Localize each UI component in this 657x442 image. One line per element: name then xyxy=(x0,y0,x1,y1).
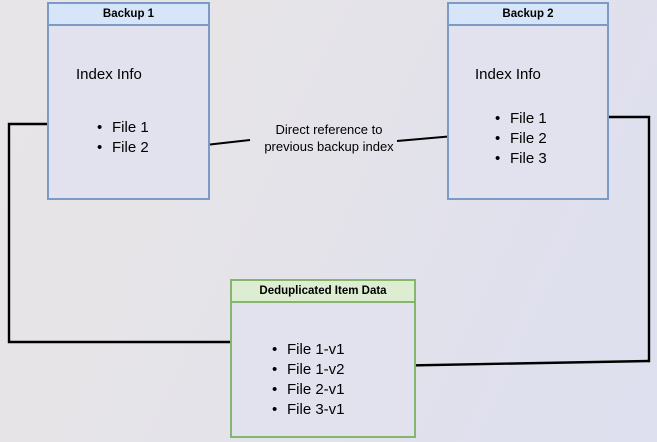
backup-1-title: Backup 1 xyxy=(49,4,208,26)
backup-2-title: Backup 2 xyxy=(449,4,607,26)
direct-reference-caption: Direct reference to previous backup inde… xyxy=(264,122,394,154)
list-item: File 2 xyxy=(97,138,149,158)
list-item: File 2 xyxy=(495,129,547,149)
list-item: File 1 xyxy=(495,109,547,129)
list-item: File 2-v1 xyxy=(272,380,345,400)
backup-2-file-list: File 1 File 2 File 3 xyxy=(495,109,547,169)
backup-1-file-list: File 1 File 2 xyxy=(97,118,149,158)
deduplicated-item-data-title: Deduplicated Item Data xyxy=(232,281,414,303)
backup-1-index-info-label: Index Info xyxy=(76,66,142,83)
list-item: File 3-v1 xyxy=(272,400,345,420)
backup-2-index-info-label: Index Info xyxy=(475,66,541,83)
list-item: File 3 xyxy=(495,149,547,169)
deduplicated-file-list: File 1-v1 File 1-v2 File 2-v1 File 3-v1 xyxy=(272,340,345,420)
backup-1-box[interactable]: Backup 1 Index Info File 1 File 2 xyxy=(47,2,210,200)
list-item: File 1-v1 xyxy=(272,340,345,360)
backup-2-box[interactable]: Backup 2 Index Info File 1 File 2 File 3 xyxy=(447,2,609,200)
deduplicated-item-data-box[interactable]: Deduplicated Item Data File 1-v1 File 1-… xyxy=(230,279,416,438)
list-item: File 1-v2 xyxy=(272,360,345,380)
list-item: File 1 xyxy=(97,118,149,138)
